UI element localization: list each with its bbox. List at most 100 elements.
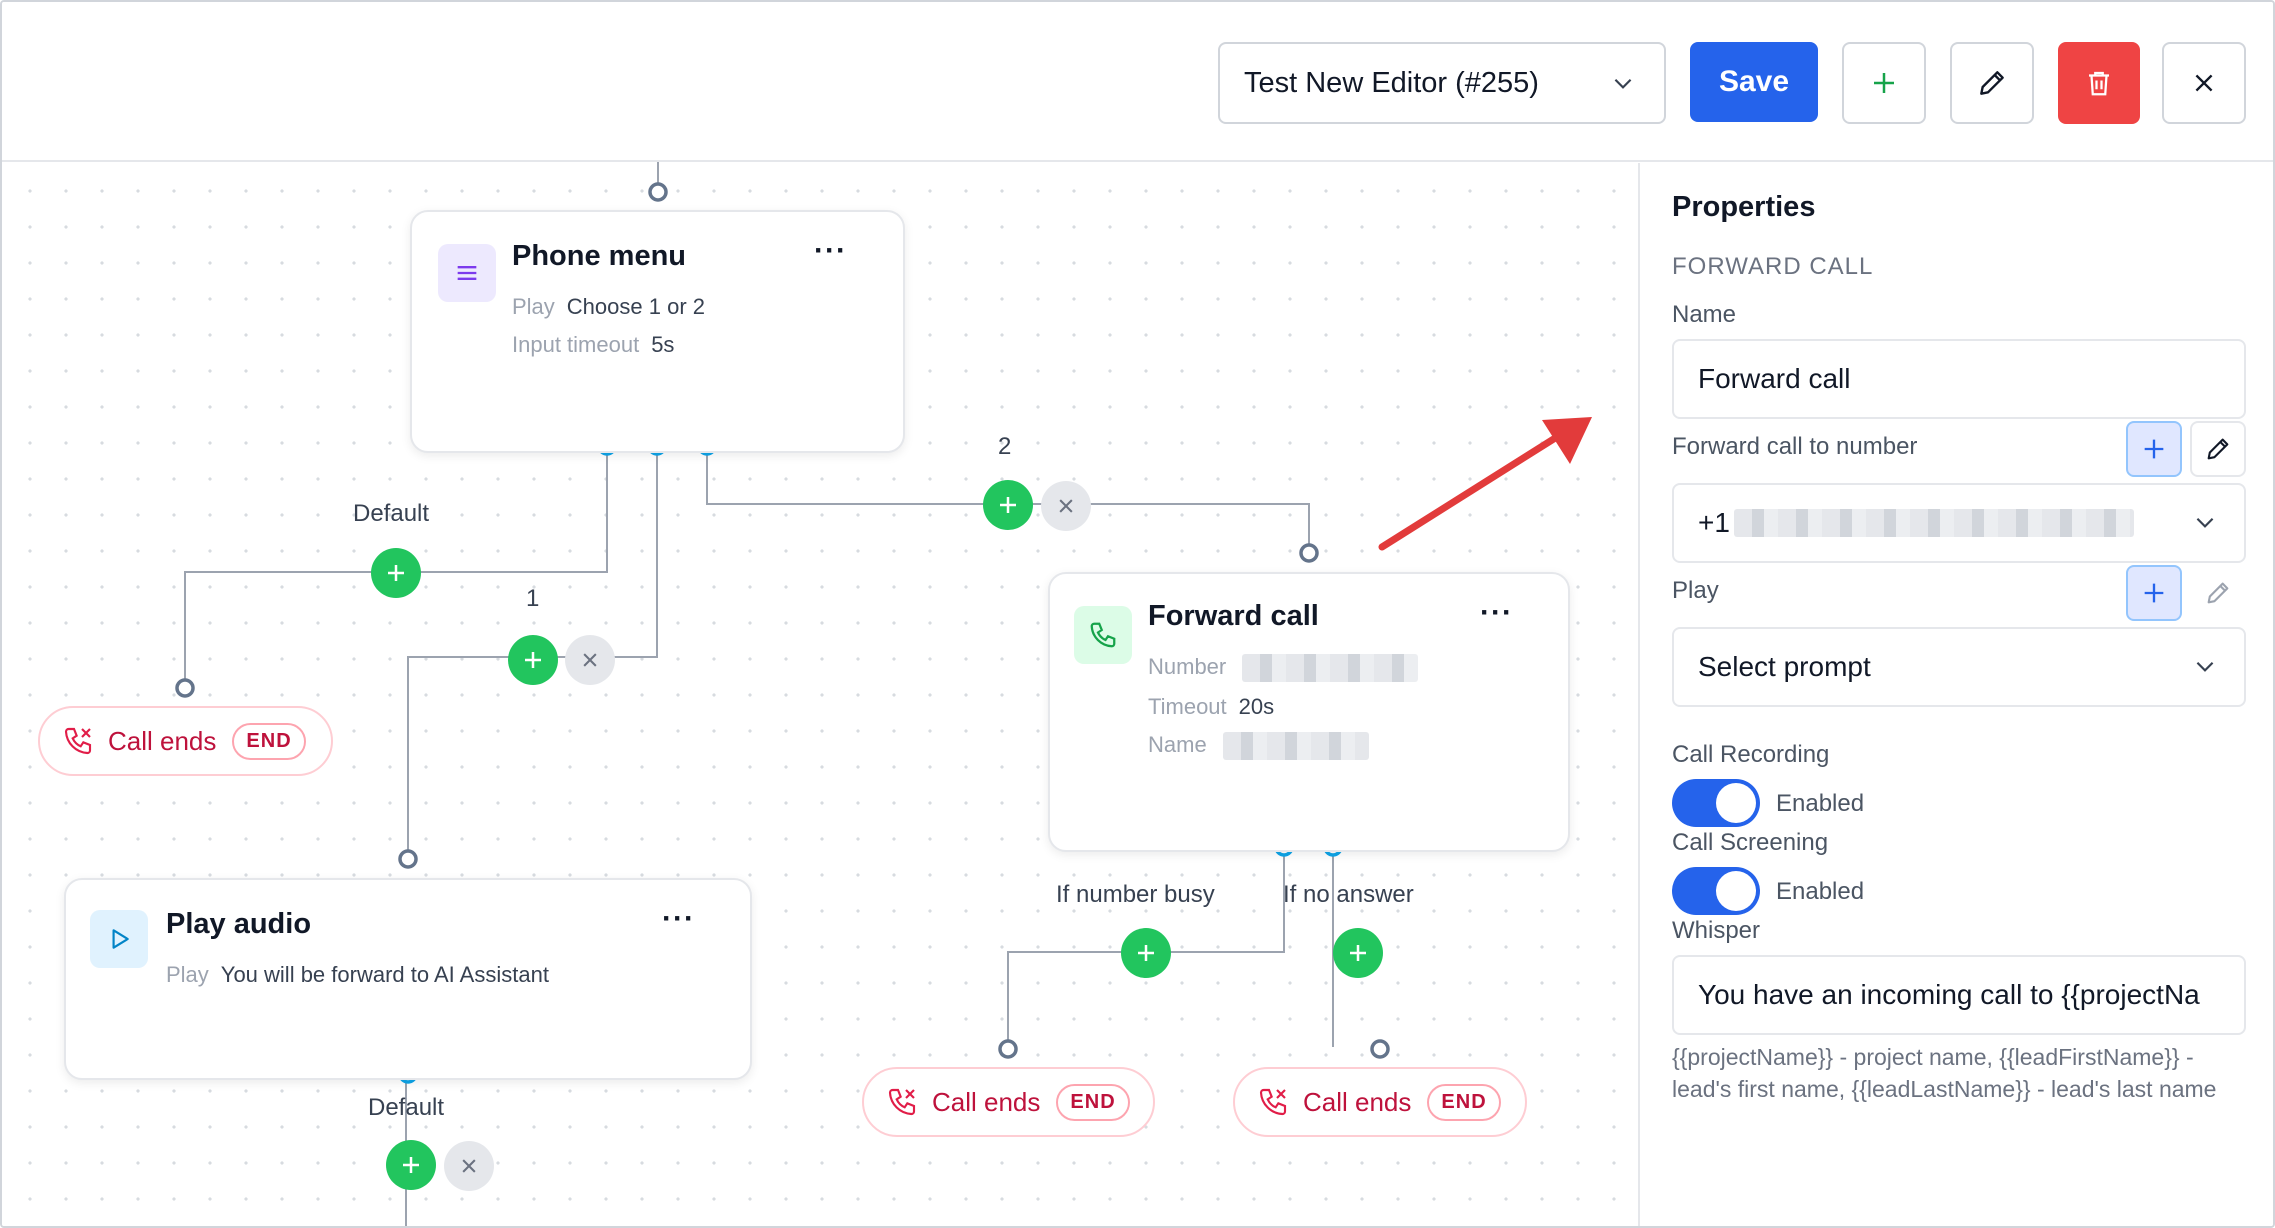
plus-icon <box>388 565 404 581</box>
end-node-label: Call ends <box>108 725 217 756</box>
toggle-knob <box>1716 783 1756 823</box>
add-prompt-button[interactable] <box>2126 565 2182 621</box>
add-step-button[interactable] <box>508 635 558 685</box>
call-screening-toggle[interactable] <box>1672 867 1760 915</box>
field-key: Number <box>1148 654 1227 679</box>
call-ends-node[interactable]: Call ends END <box>862 1067 1155 1137</box>
remove-branch-button[interactable] <box>444 1141 494 1191</box>
trash-icon <box>2089 71 2109 96</box>
edge-label-default: Default <box>353 500 430 527</box>
edge-label-busy: If number busy <box>1056 881 1215 908</box>
edge-label-no-answer: If no answer <box>1283 881 1414 908</box>
call-ends-node[interactable]: Call ends END <box>38 706 333 776</box>
field-value: 20s <box>1238 694 1275 719</box>
flow-selector-value: Test New Editor (#255) <box>1244 66 1539 99</box>
call-recording-label: Call Recording <box>1672 741 1830 768</box>
plus-icon <box>2144 583 2164 603</box>
field-key: Play <box>512 294 555 319</box>
edge-label-default-bottom: Default <box>368 1094 445 1121</box>
top-toolbar: Test New Editor (#255) Save <box>2 2 2273 162</box>
flow-selector[interactable]: Test New Editor (#255) <box>1218 42 1666 124</box>
delete-button[interactable] <box>2058 42 2140 124</box>
redacted-number <box>1242 654 1419 683</box>
redacted-number <box>1733 509 2134 537</box>
pencil-icon <box>2207 438 2229 460</box>
field-value: 5s <box>651 332 675 357</box>
phone-missed-icon <box>888 1088 916 1116</box>
end-node-label: Call ends <box>932 1086 1041 1117</box>
chevron-down-icon <box>1614 78 1632 89</box>
remove-branch-button[interactable] <box>1041 481 1091 531</box>
edge-label-2: 2 <box>998 433 1012 460</box>
save-button[interactable]: Save <box>1690 42 1818 122</box>
node-number-row: Number <box>1148 654 1419 683</box>
add-step-button[interactable] <box>371 548 421 598</box>
toggle-knob <box>1716 871 1756 911</box>
forward-call-node[interactable]: Forward call ··· Number Timeout 20s Name <box>1048 572 1570 852</box>
more-options-button[interactable]: ··· <box>1480 596 1513 629</box>
add-number-button[interactable] <box>2126 421 2182 477</box>
more-options-button[interactable]: ··· <box>662 902 695 935</box>
name-input-value: Forward call <box>1698 363 1851 394</box>
node-timeout-row: Timeout 20s <box>1148 694 1274 720</box>
field-key: Timeout <box>1148 694 1227 719</box>
properties-panel: Properties FORWARD CALL Name Forward cal… <box>1638 163 2273 1226</box>
close-button[interactable] <box>2162 42 2246 124</box>
plus-icon <box>2144 439 2164 459</box>
plus-icon <box>525 652 541 668</box>
edit-number-button[interactable] <box>2190 421 2246 477</box>
forward-number-select[interactable]: +1 <box>1672 483 2246 563</box>
close-icon <box>462 1159 476 1173</box>
add-step-button[interactable] <box>983 480 1033 530</box>
plus-icon <box>1138 945 1154 961</box>
whisper-input-value: You have an incoming call to {{projectNa <box>1698 979 2200 1010</box>
more-options-button[interactable]: ··· <box>814 234 847 267</box>
call-ends-node[interactable]: Call ends END <box>1233 1067 1527 1137</box>
phone-menu-node[interactable]: Phone menu ··· Play Choose 1 or 2 Input t… <box>410 210 905 453</box>
call-screening-label: Call Screening <box>1672 829 1829 856</box>
panel-title: Properties <box>1672 191 1816 223</box>
end-node-label: Call ends <box>1303 1086 1412 1117</box>
end-badge: END <box>1427 1083 1501 1121</box>
node-play-row: Play You will be forward to AI Assistant <box>166 962 549 988</box>
edit-button[interactable] <box>1950 42 2034 124</box>
call-recording-state: Enabled <box>1776 790 1865 817</box>
field-key: Name <box>1148 732 1207 757</box>
call-recording-toggle[interactable] <box>1672 779 1760 827</box>
edit-prompt-button[interactable] <box>2190 565 2246 621</box>
field-key: Play <box>166 962 209 987</box>
play-prompt-select[interactable]: Select prompt <box>1672 627 2246 707</box>
node-play-row: Play Choose 1 or 2 <box>512 294 705 320</box>
add-step-button[interactable] <box>386 1140 436 1190</box>
end-badge: END <box>232 722 306 760</box>
redacted-name <box>1222 732 1369 761</box>
node-title: Forward call <box>1148 600 1319 632</box>
number-prefix: +1 <box>1698 507 1730 538</box>
chevron-down-icon <box>2196 661 2214 672</box>
remove-branch-button[interactable] <box>565 635 615 685</box>
name-label: Name <box>1672 301 1737 328</box>
close-icon <box>2195 74 2213 92</box>
plus-icon <box>1000 497 1016 513</box>
whisper-input[interactable]: You have an incoming call to {{projectNa <box>1672 955 2246 1035</box>
add-step-button[interactable] <box>1333 928 1383 978</box>
add-node-button[interactable] <box>1842 42 1926 124</box>
play-label: Play <box>1672 577 1719 604</box>
close-icon <box>583 653 597 667</box>
play-icon <box>90 910 148 968</box>
field-value: Choose 1 or 2 <box>566 294 705 319</box>
node-name-row: Name <box>1148 732 1369 761</box>
phone-missed-icon <box>64 727 92 755</box>
call-screening-state: Enabled <box>1776 878 1865 905</box>
name-input[interactable]: Forward call <box>1672 339 2246 419</box>
field-value: You will be forward to AI Assistant <box>220 962 549 987</box>
edge-label-1: 1 <box>526 585 540 612</box>
plus-icon <box>1874 73 1894 93</box>
end-badge: END <box>1056 1083 1130 1121</box>
add-step-button[interactable] <box>1121 928 1171 978</box>
node-title: Phone menu <box>512 240 687 272</box>
menu-icon <box>438 244 496 302</box>
